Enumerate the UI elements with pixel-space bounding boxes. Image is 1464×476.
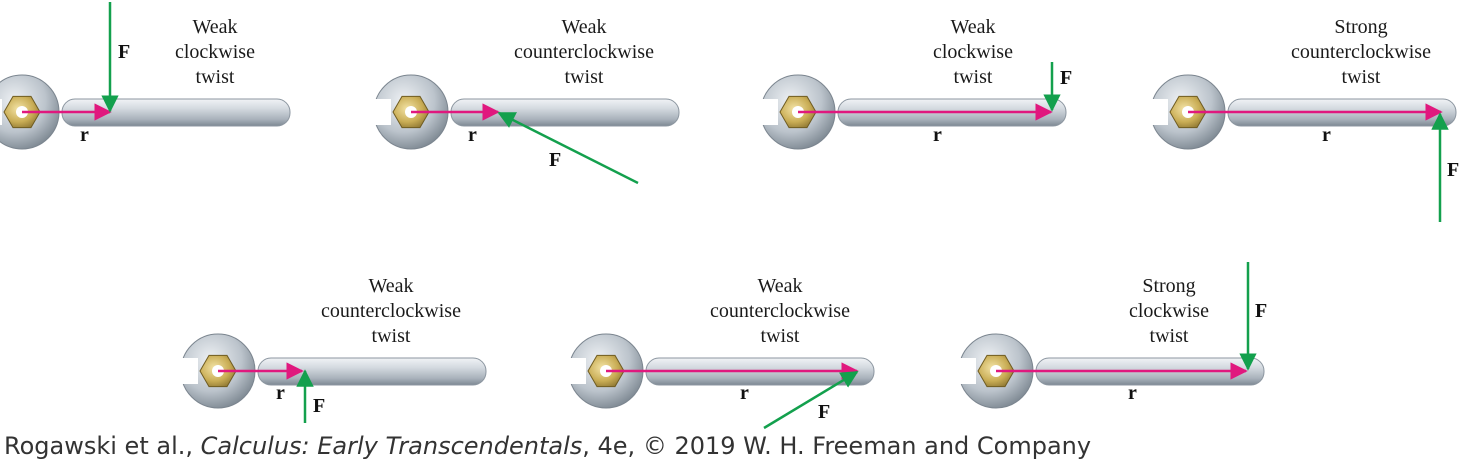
- r-label: r: [1322, 124, 1331, 146]
- panel-1: [0, 2, 291, 150]
- source-credit: Rogawski et al., Calculus: Early Transce…: [4, 432, 1091, 460]
- caption-line: twist: [1149, 325, 1189, 347]
- r-label: r: [468, 124, 477, 146]
- caption-line: twist: [195, 66, 235, 88]
- r-label: r: [933, 124, 942, 146]
- wrench-jaw: [0, 99, 2, 125]
- wrench: [176, 333, 487, 409]
- wrench-jaw: [954, 358, 976, 384]
- f-label: F: [1255, 300, 1267, 322]
- caption-panel-3: Weak clockwise twist: [853, 15, 1093, 90]
- credit-title: Calculus: Early Transcendentals: [200, 432, 583, 460]
- caption-line: counterclockwise: [1291, 41, 1431, 63]
- r-label: r: [80, 124, 89, 146]
- caption-panel-5: Weak counterclockwise twist: [271, 274, 511, 349]
- f-label: F: [818, 401, 830, 423]
- caption-line: Weak: [561, 16, 607, 38]
- caption-line: Strong: [1142, 275, 1196, 297]
- wrench-jaw: [369, 99, 391, 125]
- caption-line: Strong: [1334, 16, 1388, 38]
- wrench-jaw: [564, 358, 586, 384]
- caption-panel-2: Weak counterclockwise twist: [464, 15, 704, 90]
- panel-4: [1146, 74, 1457, 222]
- wrench-jaw: [756, 99, 778, 125]
- caption-line: twist: [1341, 66, 1381, 88]
- caption-line: counterclockwise: [514, 41, 654, 63]
- caption-panel-1: Weak clockwise twist: [95, 15, 335, 90]
- panel-2: [369, 74, 680, 185]
- wrench-jaw: [1146, 99, 1168, 125]
- r-label: r: [1128, 382, 1137, 404]
- caption-line: clockwise: [175, 41, 255, 63]
- caption-line: Weak: [950, 16, 996, 38]
- caption-line: counterclockwise: [710, 300, 850, 322]
- f-label: F: [1447, 159, 1459, 181]
- panel-5: [176, 333, 487, 423]
- r-label: r: [276, 382, 285, 404]
- f-vector: [497, 111, 639, 185]
- panel-3: [756, 62, 1067, 150]
- caption-line: clockwise: [1129, 300, 1209, 322]
- caption-panel-4: Strong counterclockwise twist: [1241, 15, 1464, 90]
- caption-line: twist: [760, 325, 800, 347]
- caption-line: Weak: [757, 275, 803, 297]
- caption-line: twist: [371, 325, 411, 347]
- caption-panel-6: Weak counterclockwise twist: [660, 274, 900, 349]
- caption-line: Weak: [368, 275, 414, 297]
- credit-authors: Rogawski et al.,: [4, 432, 201, 460]
- caption-line: Weak: [192, 16, 238, 38]
- credit-rest: , 4e, © 2019 W. H. Freeman and Company: [582, 432, 1092, 460]
- caption-line: twist: [953, 66, 993, 88]
- f-label: F: [1060, 67, 1072, 89]
- wrench-jaw: [176, 358, 198, 384]
- caption-line: twist: [564, 66, 604, 88]
- f-vector: [763, 370, 859, 430]
- r-label: r: [740, 382, 749, 404]
- caption-panel-7: Strong clockwise twist: [1049, 274, 1289, 349]
- panel-6: [564, 333, 875, 430]
- f-label: F: [118, 41, 130, 63]
- f-label: F: [313, 395, 325, 417]
- caption-line: clockwise: [933, 41, 1013, 63]
- caption-line: counterclockwise: [321, 300, 461, 322]
- panel-7: [954, 262, 1265, 409]
- f-label: F: [549, 149, 561, 171]
